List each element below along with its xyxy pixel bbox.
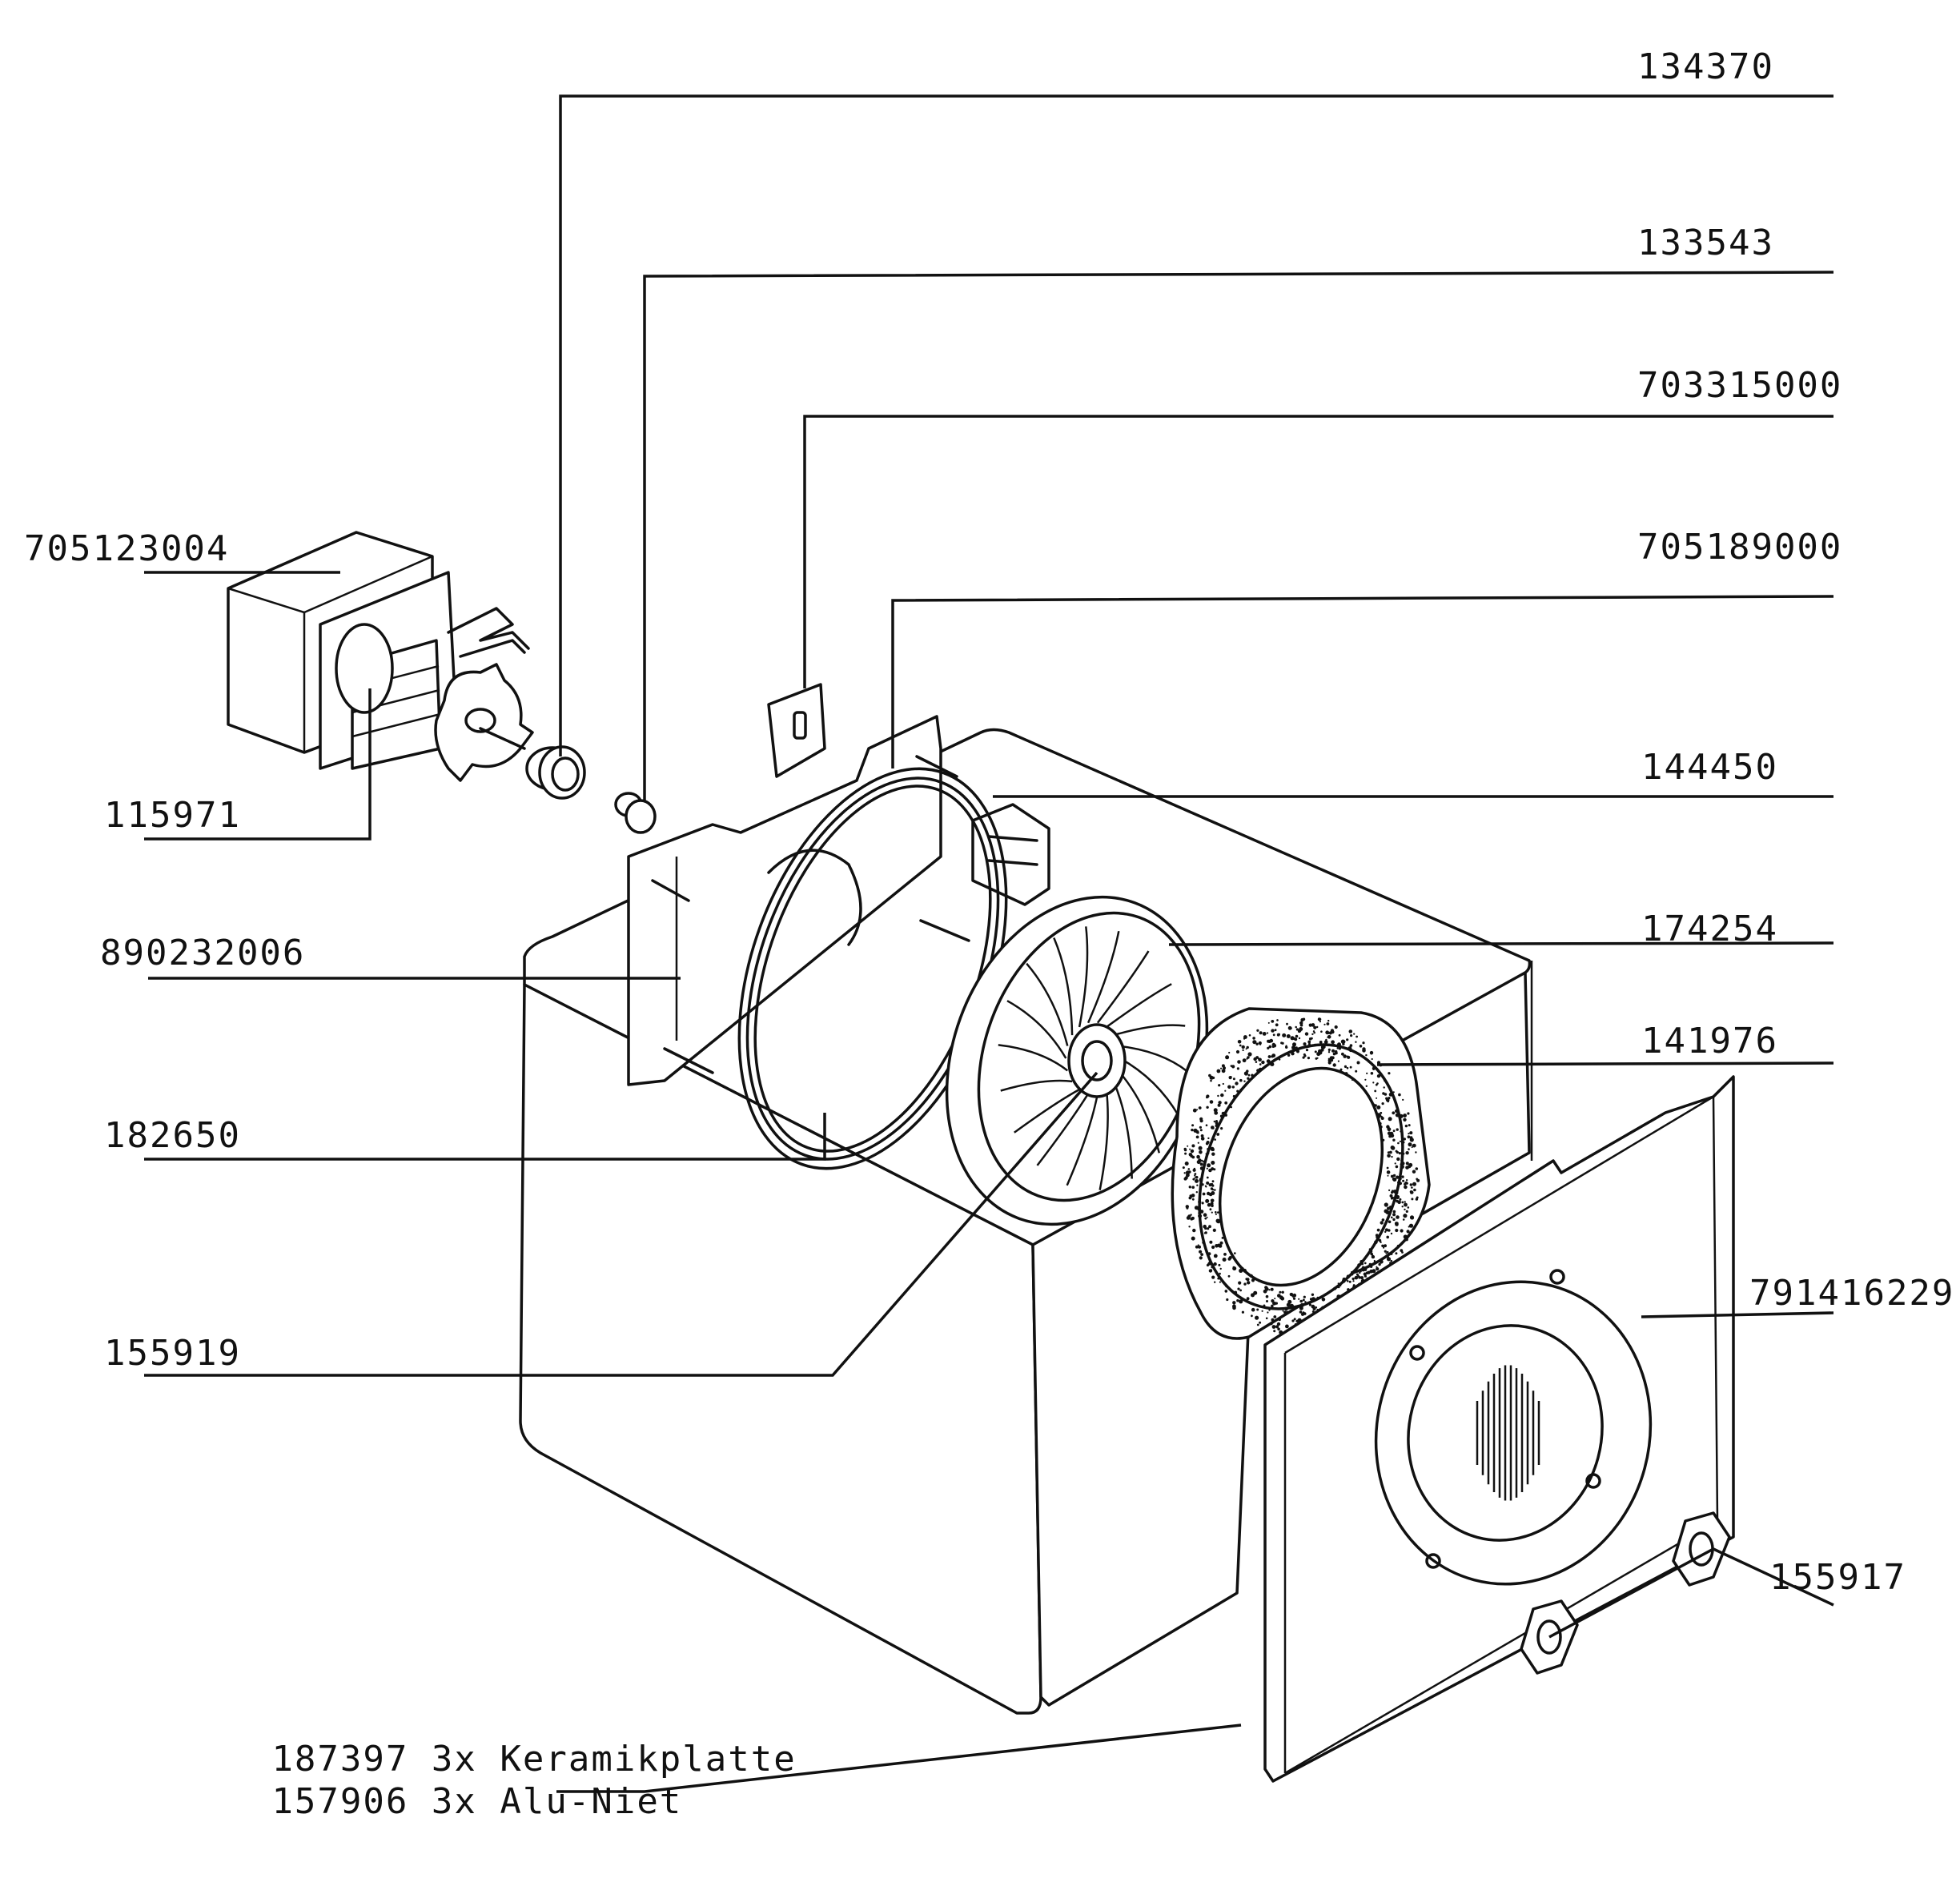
note-2-name: Alu-Niet bbox=[500, 1781, 682, 1822]
back-plate bbox=[627, 715, 1050, 1086]
leader-791416229 bbox=[1641, 1311, 1834, 1318]
part-label-791416229: 791416229 bbox=[1749, 1273, 1954, 1314]
footnotes: 187397 3x Keramikplatte 157906 3x Alu-Ni… bbox=[112, 1739, 910, 1822]
leader-174254 bbox=[1168, 941, 1834, 946]
note-row-2: 157906 3x Alu-Niet bbox=[112, 1781, 797, 1822]
leader-133543 bbox=[643, 271, 1834, 801]
part-label-705123004: 705123004 bbox=[24, 528, 229, 569]
grommet bbox=[525, 745, 586, 800]
part-label-705189000: 705189000 bbox=[1637, 527, 1842, 568]
insulation-ring bbox=[1171, 1007, 1431, 1340]
part-labels: 134370 133543 703315000 705189000 144450… bbox=[24, 46, 1954, 1598]
note-1-name: Keramikplatte bbox=[500, 1739, 796, 1780]
part-label-133543: 133543 bbox=[1637, 223, 1774, 263]
part-label-155917: 155917 bbox=[1769, 1557, 1906, 1598]
leader-134370 bbox=[559, 94, 1833, 756]
part-label-182650: 182650 bbox=[104, 1115, 241, 1156]
part-label-703315000: 703315000 bbox=[1637, 365, 1842, 406]
part-label-174254: 174254 bbox=[1641, 909, 1778, 949]
clip bbox=[767, 683, 826, 778]
note-1-number: 187397 bbox=[271, 1739, 408, 1780]
leader-141976 bbox=[1376, 1061, 1834, 1066]
part-label-890232006: 890232006 bbox=[100, 933, 305, 973]
note-2-qty: 3x bbox=[432, 1781, 477, 1822]
note-1-qty: 3x bbox=[432, 1739, 477, 1780]
leader-155917 bbox=[1548, 1547, 1834, 1639]
leader-lines bbox=[144, 94, 1834, 1793]
leader-182650 bbox=[144, 1113, 826, 1161]
part-label-155919: 155919 bbox=[104, 1333, 241, 1374]
leader-115971 bbox=[144, 688, 372, 841]
leader-notes bbox=[556, 1723, 1242, 1793]
note-2-number: 157906 bbox=[271, 1781, 408, 1822]
part-label-141976: 141976 bbox=[1641, 1021, 1778, 1061]
leader-705189000 bbox=[891, 595, 1834, 768]
leader-703315000 bbox=[803, 415, 1833, 688]
leader-155919 bbox=[144, 1071, 1098, 1377]
part-label-115971: 115971 bbox=[104, 795, 241, 836]
note-row-1: 187397 3x Keramikplatte bbox=[112, 1739, 910, 1780]
part-label-134370: 134370 bbox=[1637, 46, 1774, 87]
motor-assembly bbox=[227, 531, 534, 782]
plug bbox=[614, 792, 657, 834]
part-label-144450: 144450 bbox=[1641, 747, 1778, 788]
front-cover-plate bbox=[1263, 1075, 1735, 1783]
